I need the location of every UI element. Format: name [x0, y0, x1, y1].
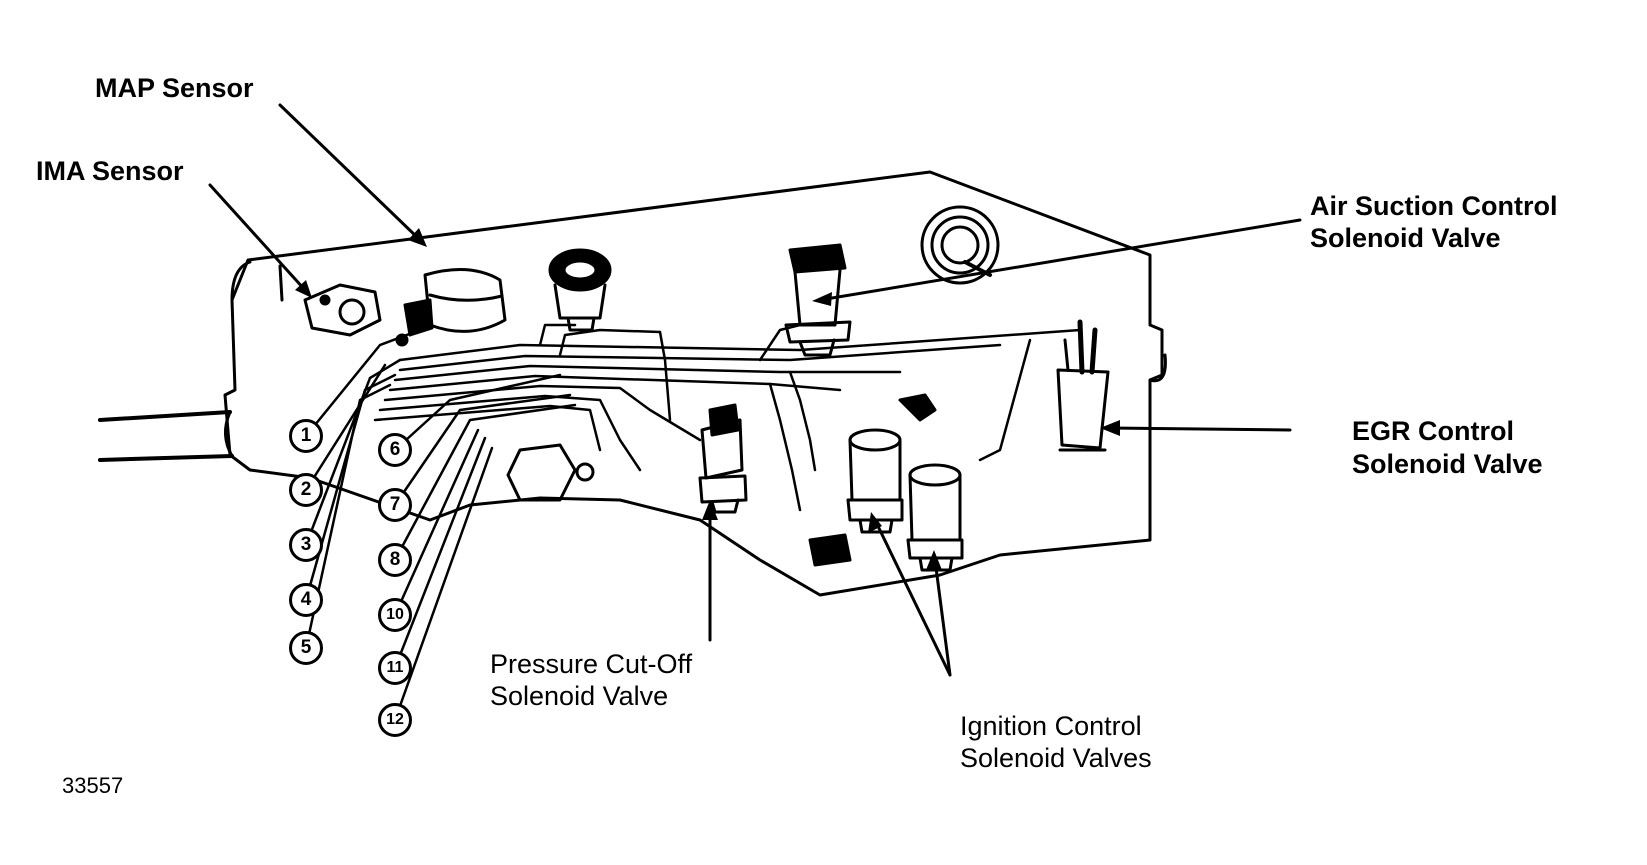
- callout-1: 1: [289, 419, 323, 453]
- air-suction-label-line2: Solenoid Valve: [1310, 223, 1501, 253]
- ima-sensor-label: IMA Sensor: [36, 156, 184, 186]
- map-sensor-label: MAP Sensor: [95, 73, 254, 103]
- callout-10: 10: [378, 598, 412, 632]
- ima-sensor-shape: [303, 283, 382, 337]
- callout-3: 3: [289, 528, 323, 562]
- callout-2: 2: [289, 473, 323, 507]
- callout-12: 12: [378, 703, 412, 737]
- egr-label-line1: EGR Control: [1352, 416, 1514, 446]
- main-hose: [98, 410, 232, 422]
- callout-leaders: [304, 328, 577, 722]
- air-suction-label-line1: Air Suction Control: [1310, 191, 1558, 221]
- control-box-outline: [223, 170, 1164, 597]
- vacuum-harness: [373, 323, 1082, 512]
- callout-11: 11: [378, 651, 412, 685]
- arrowheads: [295, 228, 1120, 570]
- callout-5: 5: [289, 631, 323, 665]
- egr-label-line2: Solenoid Valve: [1352, 449, 1543, 479]
- callout-4: 4: [289, 583, 323, 617]
- egr-valve-shape: [1056, 319, 1110, 452]
- vacuum-regulator-shape: [548, 248, 612, 332]
- label-pointers: [208, 103, 1302, 677]
- ignition-valve-left-shape: [846, 428, 904, 534]
- pressure-cutoff-valve-shape: [698, 403, 748, 514]
- pressure-cutoff-label-line2: Solenoid Valve: [490, 681, 669, 711]
- pressure-cutoff-label-line1: Pressure Cut-Off: [490, 649, 693, 679]
- ignition-label-line2: Solenoid Valves: [960, 743, 1152, 773]
- air-filter-shape: [920, 205, 1000, 285]
- figure-number: 33557: [62, 773, 124, 798]
- callout-7: 7: [378, 488, 412, 522]
- ignition-label-line1: Ignition Control: [960, 711, 1142, 741]
- callout-8: 8: [378, 543, 412, 577]
- callout-6: 6: [378, 433, 412, 467]
